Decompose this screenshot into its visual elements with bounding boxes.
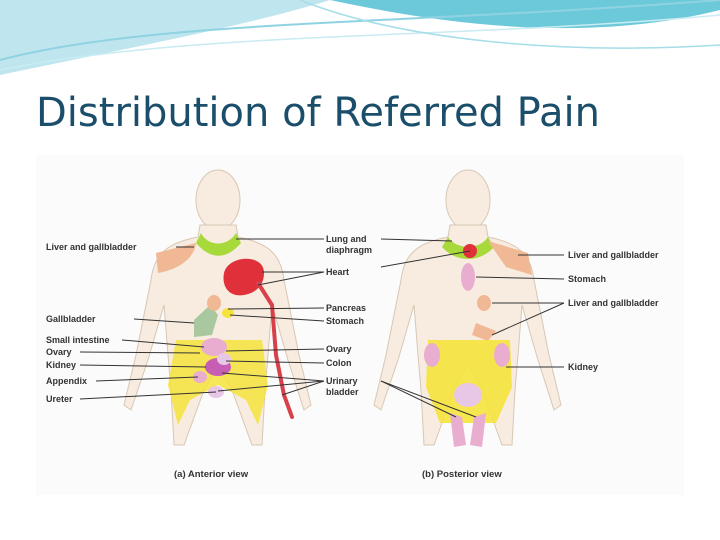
anterior-right-labels: Lung and diaphragm Heart Pancreas Stomac… [326,234,372,397]
label-colon: Colon [326,358,352,368]
anterior-left-leaders [79,246,217,400]
referred-pain-figure: Liver and gallbladder Gallbladder Small … [36,155,684,495]
anterior-body [123,169,312,446]
label-liver-gallbladder-posterior-1: Liver and gallbladder [568,250,659,260]
label-gallbladder: Gallbladder [46,314,96,324]
label-kidney-posterior: Kidney [568,362,598,372]
label-ureter: Ureter [46,394,73,404]
label-heart: Heart [326,267,349,277]
label-stomach-anterior: Stomach [326,316,364,326]
label-liver-gallbladder-anterior: Liver and gallbladder [46,242,137,252]
label-stomach-posterior: Stomach [568,274,606,284]
label-appendix: Appendix [46,376,87,386]
anterior-right-leaders [217,238,325,396]
label-ovary-left: Ovary [46,347,72,357]
label-kidney-left: Kidney [46,360,76,370]
anterior-left-labels: Liver and gallbladder Gallbladder Small … [46,242,137,404]
slide-title: Distribution of Referred Pain [36,90,600,136]
posterior-leaders [380,238,565,418]
label-ovary-right: Ovary [326,344,352,354]
header-wave-decoration [0,0,720,75]
caption-posterior-view: (b) Posterior view [422,469,502,480]
body-diagram: Liver and gallbladder Gallbladder Small … [46,169,659,480]
label-small-intestine: Small intestine [46,335,110,345]
label-urinary: Urinary [326,376,358,386]
posterior-right-labels: Liver and gallbladder Stomach Liver and … [568,250,659,372]
label-lung: Lung and [326,234,367,244]
label-diaphragm: diaphragm [326,245,372,255]
posterior-body [373,169,562,447]
label-pancreas: Pancreas [326,303,366,313]
label-bladder: bladder [326,387,359,397]
label-liver-gallbladder-posterior-2: Liver and gallbladder [568,298,659,308]
caption-anterior-view: (a) Anterior view [174,469,249,480]
